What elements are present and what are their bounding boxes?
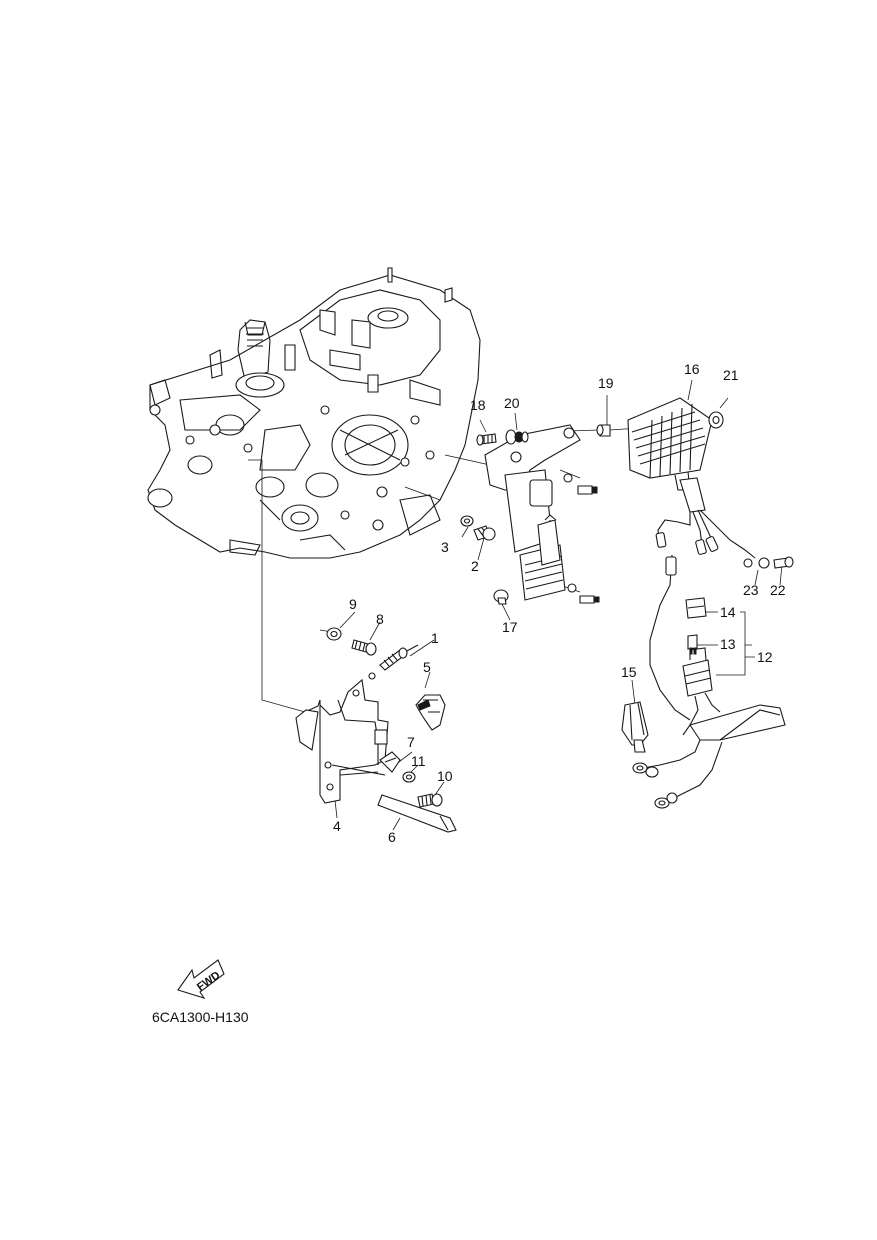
part-18-bolt [476, 433, 497, 446]
callout-8: 8 [376, 611, 384, 627]
callout-23: 23 [743, 582, 759, 598]
part-16-rectifier-regulator [627, 397, 713, 513]
part-2-bolt [473, 525, 496, 541]
part-11-washer [402, 771, 416, 783]
callout-12: 12 [757, 649, 773, 665]
callout-9: 9 [349, 596, 357, 612]
engine-block [147, 267, 481, 559]
callout-21: 21 [723, 367, 739, 383]
wire-harness [649, 509, 794, 721]
part-13-fuse [687, 634, 698, 655]
callout-15: 15 [621, 664, 637, 680]
callout-14: 14 [720, 604, 736, 620]
part-17-bolt [493, 589, 509, 605]
diagram-code: 6CA1300-H130 [152, 1009, 249, 1025]
part-1-sensor [379, 644, 419, 671]
callout-13: 13 [720, 636, 736, 652]
part-4-bracket [295, 672, 389, 804]
callout-18: 18 [470, 397, 486, 413]
callout-1: 1 [431, 630, 439, 646]
part-14-fuse-cover [685, 597, 707, 619]
callout-2: 2 [471, 558, 479, 574]
part-15-clip [621, 701, 649, 753]
callout-7: 7 [407, 734, 415, 750]
part-21-nut [708, 411, 724, 429]
part-8-bolt [351, 639, 377, 656]
callout-17: 17 [502, 619, 518, 635]
callout-3: 3 [441, 539, 449, 555]
part-20-grommet [505, 429, 529, 445]
fwd-arrow: FWD [177, 959, 225, 999]
small-fasteners [563, 473, 600, 604]
callout-10: 10 [437, 768, 453, 784]
callout-4: 4 [333, 818, 341, 834]
part-19-collar [596, 424, 611, 437]
callout-19: 19 [598, 375, 614, 391]
callout-6: 6 [388, 829, 396, 845]
part-9-washer [326, 627, 342, 641]
part-3-washer [460, 515, 474, 527]
callout-5: 5 [423, 659, 431, 675]
part-7-clip [374, 729, 401, 773]
part-5-clamp [415, 694, 446, 731]
part-12-fuse-holder [632, 647, 786, 809]
callout-22: 22 [770, 582, 786, 598]
callout-20: 20 [504, 395, 520, 411]
part-6-strip [377, 794, 457, 833]
callout-16: 16 [684, 361, 700, 377]
bracket-assembly [484, 424, 581, 601]
callout-11: 11 [411, 753, 426, 769]
part-10-bolt [417, 793, 443, 808]
